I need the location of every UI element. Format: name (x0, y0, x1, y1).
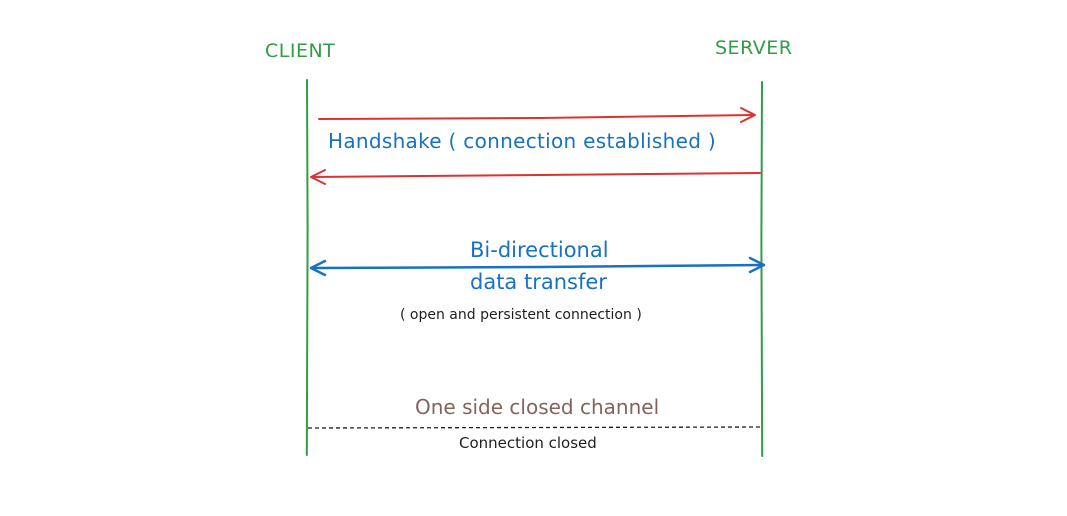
server-label: SERVER (715, 37, 793, 59)
connection-closed-label: Connection closed (459, 434, 597, 452)
handshake-request-shaft (318, 114, 754, 120)
bidirectional-left-arrowhead (309, 259, 327, 277)
handshake-response-arrow (310, 169, 761, 185)
bidirectional-right-arrowhead (748, 256, 766, 274)
server-lifeline (760, 81, 764, 457)
bidirectional-shaft (310, 263, 765, 270)
client-lifeline (305, 79, 309, 456)
handshake-request-arrow (318, 107, 756, 123)
persistent-connection-note: ( open and persistent connection ) (400, 307, 642, 323)
connection-closed-dashed-line (307, 426, 763, 429)
client-label: CLIENT (265, 40, 336, 62)
bidirectional-label-line1: Bi-directional (470, 238, 609, 262)
bidirectional-arrow (309, 256, 766, 277)
one-side-closed-label: One side closed channel (415, 395, 660, 419)
handshake-response-arrowhead (310, 169, 326, 185)
bidirectional-label-line2: data transfer (470, 270, 607, 294)
handshake-response-shaft (311, 172, 761, 178)
handshake-request-arrowhead (740, 107, 756, 123)
handshake-label: Handshake ( connection established ) (328, 129, 716, 153)
